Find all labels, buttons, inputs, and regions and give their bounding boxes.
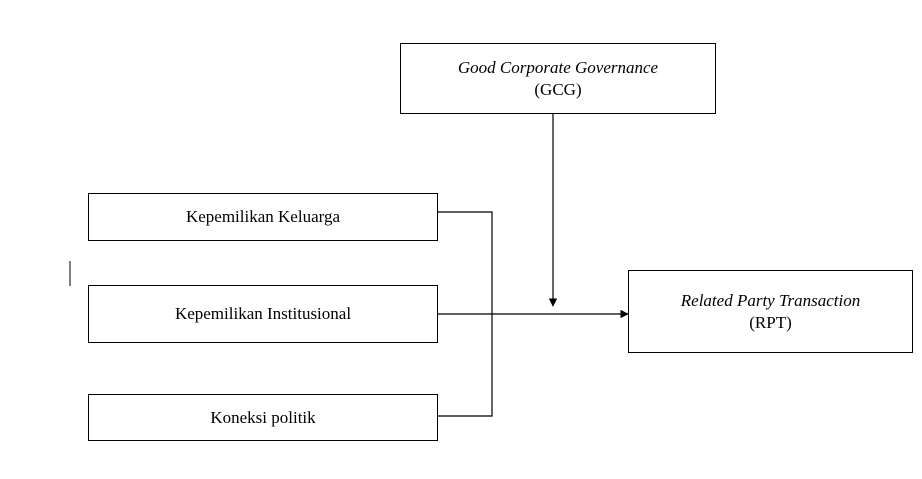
political-connection-box: Koneksi politik [88,394,438,441]
institutional-ownership-label: Kepemilikan Institusional [174,304,352,323]
gcg-box: Good Corporate Governance (GCG) [400,43,716,114]
rpt-title: Related Party Transaction [680,290,861,310]
rpt-box: Related Party Transaction (RPT) [628,270,913,353]
political-connection-label: Koneksi politik [210,407,316,427]
rpt-abbr: (RPT) [749,312,792,332]
family-ownership-box: Kepemilikan Keluarga [88,193,438,241]
gcg-abbr: (GCG) [534,79,582,99]
gcg-title: Good Corporate Governance [457,57,659,77]
institutional-ownership-box: Kepemilikan Institusional [88,285,438,343]
family-ownership-label: Kepemilikan Keluarga [185,207,341,226]
